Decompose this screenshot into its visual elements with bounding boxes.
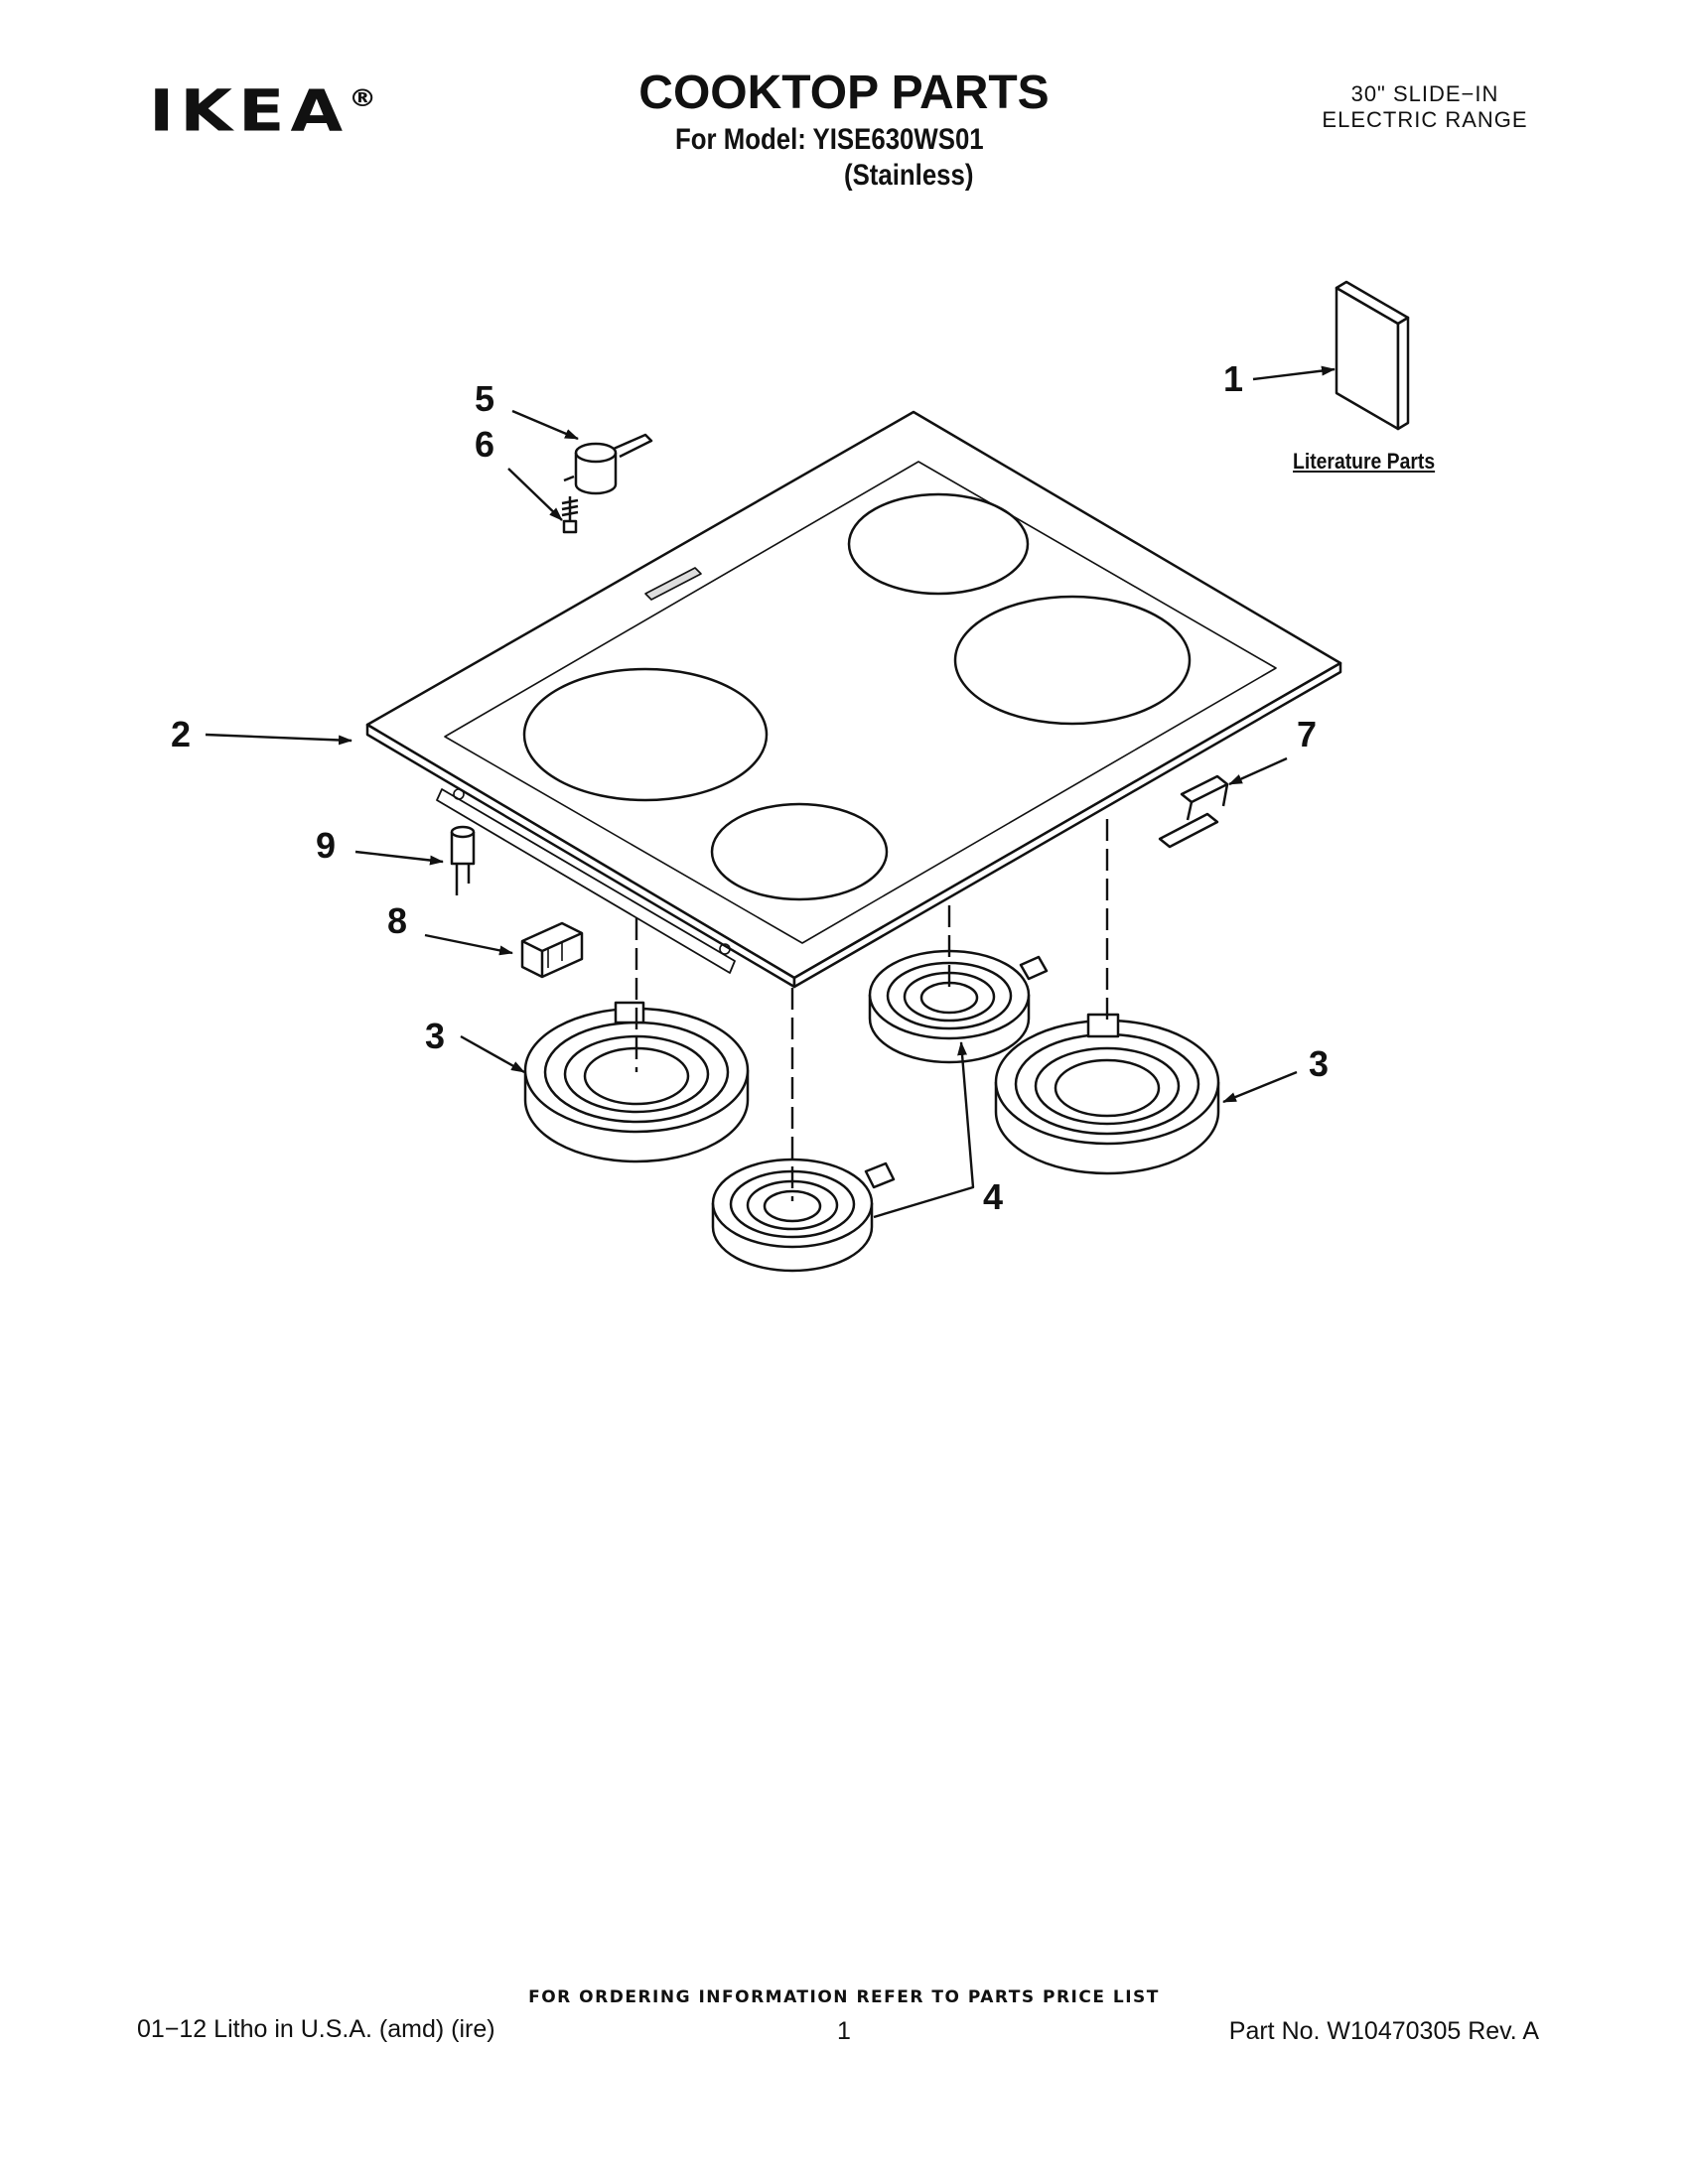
leader-3-right	[1222, 1070, 1298, 1104]
terminal-block	[450, 825, 476, 895]
callout-6: 6	[475, 424, 495, 465]
leader-3-left	[460, 1034, 525, 1074]
ordering-note: FOR ORDERING INFORMATION REFER TO PARTS …	[528, 1987, 1160, 2007]
page-title: COOKTOP PARTS	[638, 67, 1050, 119]
page-number: 1	[837, 2017, 851, 2045]
literature-booklet	[1335, 280, 1410, 431]
assembly-lines	[634, 819, 1109, 1201]
limiter-clip	[563, 433, 653, 495]
literature-parts-label: Literature Parts	[1293, 449, 1436, 474]
surface-element-small-bottom	[711, 1158, 896, 1273]
callout-2: 2	[171, 714, 192, 754]
leader-2	[205, 733, 352, 746]
surface-element-large-right	[994, 1013, 1220, 1175]
callout-1: 1	[1223, 358, 1244, 399]
brand-name: IKEA	[149, 77, 350, 146]
leader-8	[424, 933, 513, 956]
callout-3-right: 3	[1309, 1043, 1330, 1084]
wire-clip	[520, 921, 584, 979]
cooktop-glass	[365, 410, 1342, 989]
front-bracket-strip	[436, 788, 736, 974]
callout-5: 5	[475, 378, 495, 419]
brand-logo: IKEA®	[149, 83, 376, 141]
leader-9	[354, 850, 444, 866]
range-line-2: ELECTRIC RANGE	[1322, 107, 1528, 132]
mounting-bracket	[1158, 774, 1229, 849]
range-line-1: 30" SLIDE−IN	[1350, 81, 1499, 106]
callout-7: 7	[1297, 714, 1318, 754]
cooktop-zone-rear-left	[847, 492, 1030, 596]
model-line: For Model: YISE630WS01	[675, 123, 984, 156]
variant-line: (Stainless)	[844, 159, 974, 192]
litho-info: 01−12 Litho in U.S.A. (amd) (ire)	[137, 2015, 495, 2043]
leader-4	[873, 1041, 975, 1219]
cooktop-zone-front-right	[710, 802, 889, 901]
leader-6	[507, 468, 563, 521]
range-description: 30" SLIDE−IN ELECTRIC RANGE	[1296, 81, 1554, 133]
logo-plate	[644, 567, 702, 601]
leader-7	[1228, 756, 1288, 786]
callout-9: 9	[316, 825, 337, 866]
surface-element-small-middle	[868, 949, 1049, 1064]
cooktop-zone-rear-right	[953, 595, 1192, 726]
callout-8: 8	[387, 900, 408, 941]
leader-5	[511, 409, 579, 441]
leader-1	[1252, 365, 1336, 381]
screw	[561, 496, 579, 534]
part-number: Part No. W10470305 Rev. A	[1228, 2017, 1539, 2045]
registered-mark: ®	[349, 83, 377, 112]
callout-3-left: 3	[425, 1016, 446, 1056]
callout-4: 4	[983, 1176, 1004, 1217]
leader-arrows	[205, 365, 1336, 1219]
cooktop-zone-front-left	[522, 667, 769, 802]
